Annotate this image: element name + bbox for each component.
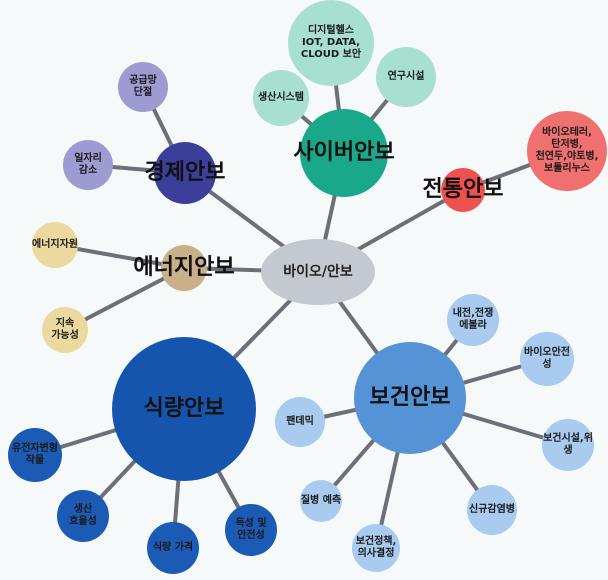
leaf-node-gmo-crops[interactable]: 유전자변형 작물 [8,428,62,482]
leaf-node-production-efficiency[interactable]: 생산 효율성 [57,490,109,542]
leaf-label: 지속 가능성 [51,318,79,341]
hub-node-cyber-security[interactable]: 사이버안보 [293,109,395,197]
leaf-node-toxicity-safety[interactable]: 독성 및 안전성 [225,504,277,556]
hub-node-traditional-security[interactable]: 전통안보 [423,168,503,212]
leaf-label: 바이오안전성 [524,347,570,370]
leaf-label: 팬데믹 [286,416,314,427]
leaf-node-disease-prediction[interactable]: 질병 예측 [300,480,342,522]
leaf-node-health-policy[interactable]: 보건정책,의사결정 [352,524,400,572]
leaf-node-health-facility[interactable]: 보건시설,위생 [542,419,594,471]
hub-label: 식량안보 [143,395,225,421]
leaf-node-sustainability[interactable]: 지속 가능성 [42,307,88,353]
hub-label: 경제안보 [144,159,226,185]
leaf-node-production-system[interactable]: 생산시스템 [253,70,309,126]
leaf-node-research-facility[interactable]: 연구시설 [376,47,436,107]
leaf-label: 생산시스템 [258,92,304,103]
hub-label: 전통안보 [422,176,504,202]
hub-node-economic-security[interactable]: 경제안보 [145,142,225,204]
leaf-node-biosafety[interactable]: 바이오안전성 [520,332,574,386]
leaf-label: 유전자변형 작물 [12,443,58,466]
hub-label: 보건안보 [369,384,451,410]
leaf-node-civil-war-ebola[interactable]: 내전,전쟁 에볼라 [447,294,499,346]
hub-node-health-security[interactable]: 보건안보 [354,342,466,454]
leaf-label: 신규감염병 [469,504,515,515]
leaf-label: 바이오테러, 탄저병, 천연두,야토병, 보툴리누스 [535,127,599,174]
leaf-label: 일자리 감소 [74,153,102,176]
leaf-node-bioterror[interactable]: 바이오테러, 탄저병, 천연두,야토병, 보툴리누스 [527,111,607,191]
hub-node-food-security[interactable]: 식량안보 [112,337,256,481]
leaf-label: 공급망 단절 [129,75,157,98]
leaf-node-digital-health[interactable]: 디지털헬스 IOT, DATA, CLOUD 보안 [288,0,374,86]
leaf-label: 독성 및 안전성 [235,518,267,541]
leaf-node-new-infectious-disease[interactable]: 신규감염병 [467,485,517,535]
center-node-label: 바이오/안보 [283,263,353,280]
leaf-node-food-price[interactable]: 식량 가격 [147,522,199,574]
leaf-label: 연구시설 [387,71,425,82]
leaf-label: 질병 예측 [300,495,342,506]
leaf-label: 식량 가격 [152,542,194,553]
hub-label: 에너지안보 [133,254,235,280]
leaf-label: 생산 효율성 [69,504,97,527]
center-node-bio-security[interactable]: 바이오/안보 [261,239,375,305]
leaf-label: 내전,전쟁 에볼라 [452,308,494,331]
leaf-label: 디지털헬스 IOT, DATA, CLOUD 보안 [300,25,362,60]
leaf-node-energy-resources[interactable]: 에너지자원 [32,222,78,268]
leaf-label: 보건정책,의사결정 [355,536,397,559]
hub-label: 사이버안보 [293,139,395,165]
leaf-node-job-loss[interactable]: 일자리 감소 [63,140,113,190]
leaf-node-supply-chain[interactable]: 공급망 단절 [118,62,168,112]
leaf-label: 에너지자원 [32,239,78,250]
leaf-label: 보건시설,위생 [543,433,593,456]
hub-node-energy-security[interactable]: 에너지안보 [133,245,235,291]
leaf-node-pandemic[interactable]: 팬데믹 [275,397,325,447]
